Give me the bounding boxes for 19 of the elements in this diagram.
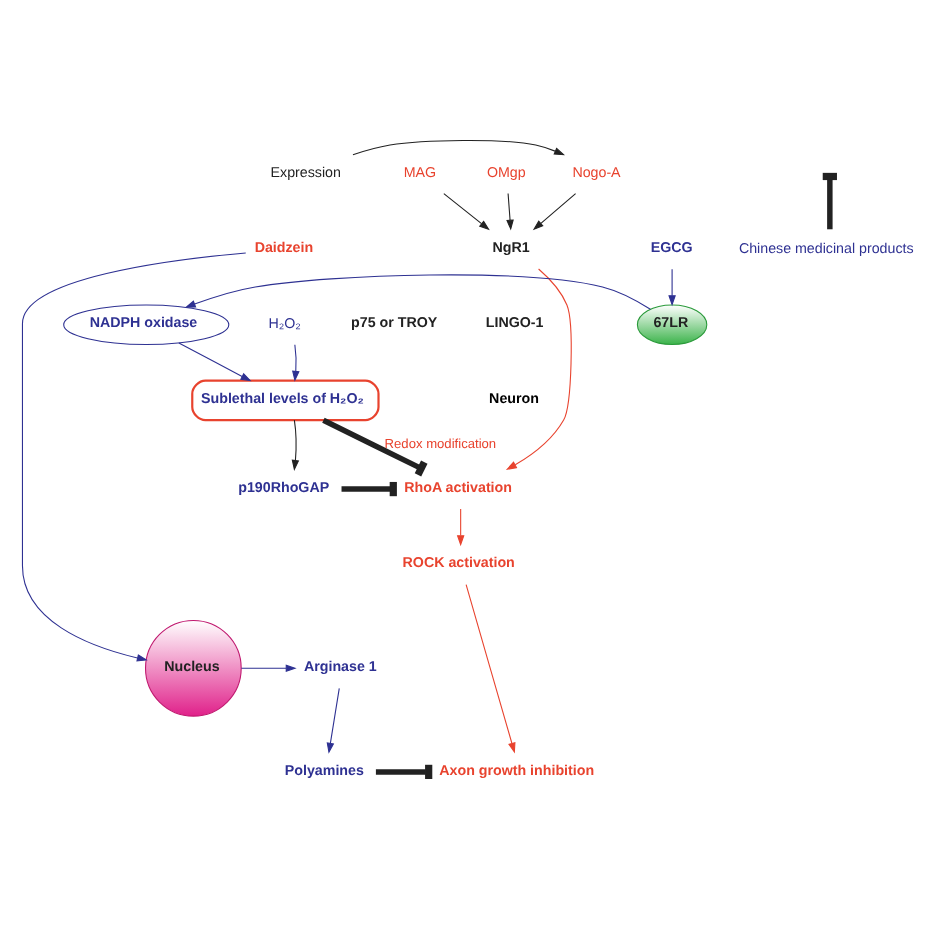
arrow — [442, 193, 489, 231]
connector — [340, 481, 396, 497]
connector — [826, 179, 832, 230]
arrow — [177, 342, 251, 382]
arrow — [531, 193, 576, 231]
arrow — [504, 268, 571, 470]
arrow — [455, 508, 464, 547]
arrow — [290, 419, 299, 471]
connector — [321, 417, 427, 477]
arrow — [183, 274, 650, 310]
arrow — [291, 344, 299, 382]
arrow — [325, 687, 339, 754]
arrow — [20, 252, 246, 662]
arrow — [667, 268, 675, 307]
arrow — [239, 664, 296, 673]
arrow — [464, 584, 515, 754]
arrow — [505, 193, 513, 231]
connector — [374, 764, 432, 779]
arrow — [351, 139, 565, 156]
